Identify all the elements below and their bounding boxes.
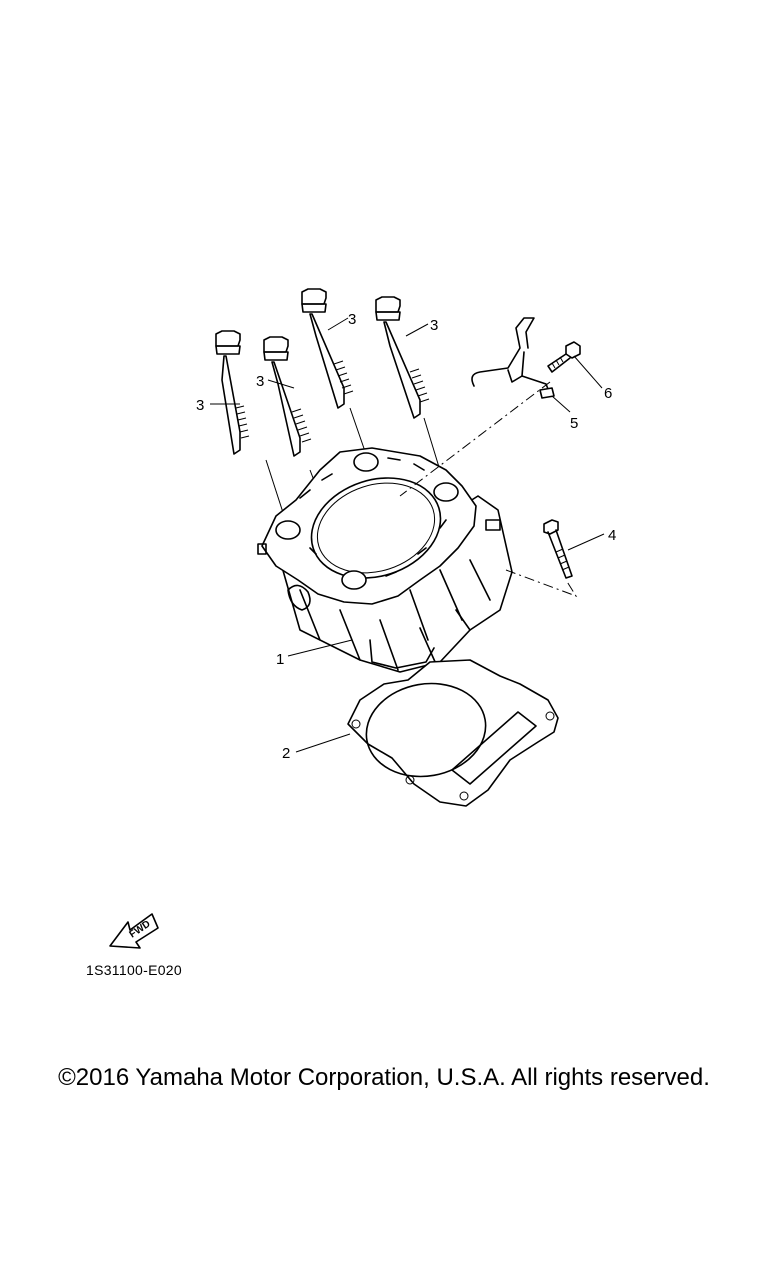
socket-bolt-4 xyxy=(543,519,573,579)
bracket-breather xyxy=(471,317,555,399)
copyright-notice: ©2016 Yamaha Motor Corporation, U.S.A. A… xyxy=(58,1064,710,1091)
cylinder-block xyxy=(257,447,513,673)
callout-3-right: 3 xyxy=(430,317,438,334)
callout-3-left-center: 3 xyxy=(256,373,264,390)
callout-3-left: 3 xyxy=(196,397,204,414)
fwd-arrow-icon: FWD xyxy=(109,913,159,949)
cylinder-bolt-left-center xyxy=(263,336,312,457)
cylinder-gasket xyxy=(347,659,559,807)
cylinder-bolt-left xyxy=(215,330,250,455)
cylinder-bolt-right xyxy=(375,296,430,419)
callout-1: 1 xyxy=(276,651,284,668)
diagram-part-code: 1S31100-E020 xyxy=(86,962,182,978)
callout-4: 4 xyxy=(608,527,616,544)
callout-2: 2 xyxy=(282,745,290,762)
callout-5: 5 xyxy=(570,415,578,432)
callout-3-center: 3 xyxy=(348,311,356,328)
flange-bolt-6 xyxy=(547,341,581,373)
cylinder-bolt-center xyxy=(301,288,354,409)
callout-6: 6 xyxy=(604,385,612,402)
